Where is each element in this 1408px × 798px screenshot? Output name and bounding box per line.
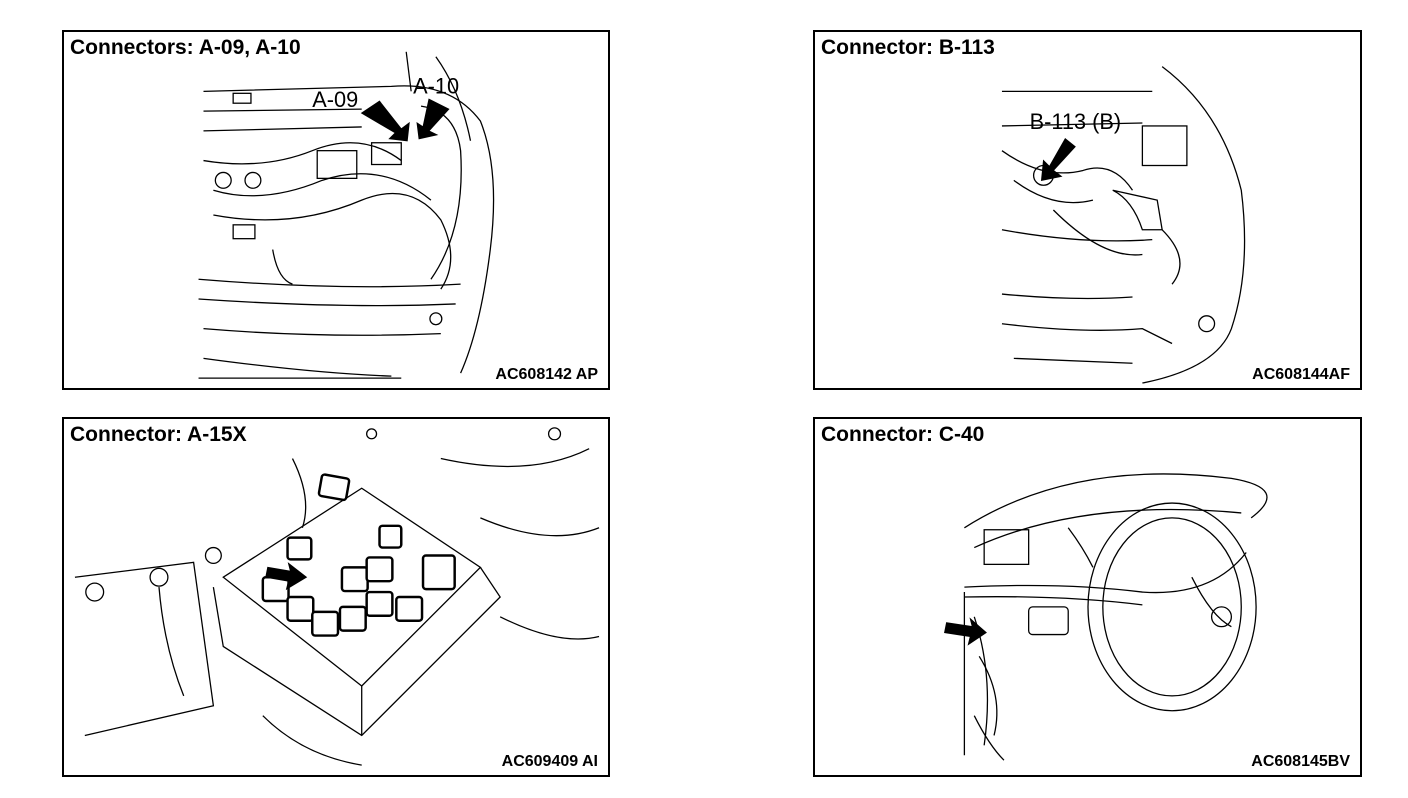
callout-label: A-09 [312,87,358,112]
panel-title: Connector: B-113 [821,36,997,60]
diagram-panel-a15x: Connector: A-15X [62,417,610,777]
dashboard-illustration [944,473,1268,761]
figure-code: AC608144AF [1252,366,1350,383]
figure-code: AC608145BV [1251,753,1350,770]
engine-bay-right-illustration: B-113 (B) [1001,66,1246,384]
diagram-panel-a09-a10: Connectors: A-09, A-10 [62,30,610,390]
diagram-panel-c40: Connector: C-40 AC608145BV [813,417,1362,777]
relay-box-illustration [74,427,600,766]
figure-code: AC609409 AI [501,753,598,770]
engine-bay-front-illustration: A-09 A-10 [198,51,495,379]
callout-label: A-10 [413,73,459,98]
figure-code: AC608142 AP [495,366,598,383]
panel-title: Connector: A-15X [70,423,249,447]
callout-label: B-113 (B) [1030,109,1121,134]
diagram-panel-b113: Connector: B-113 B-113 (B) AC608144AF [813,30,1362,390]
panel-title: Connector: C-40 [821,423,987,447]
panel-title: Connectors: A-09, A-10 [70,36,303,60]
